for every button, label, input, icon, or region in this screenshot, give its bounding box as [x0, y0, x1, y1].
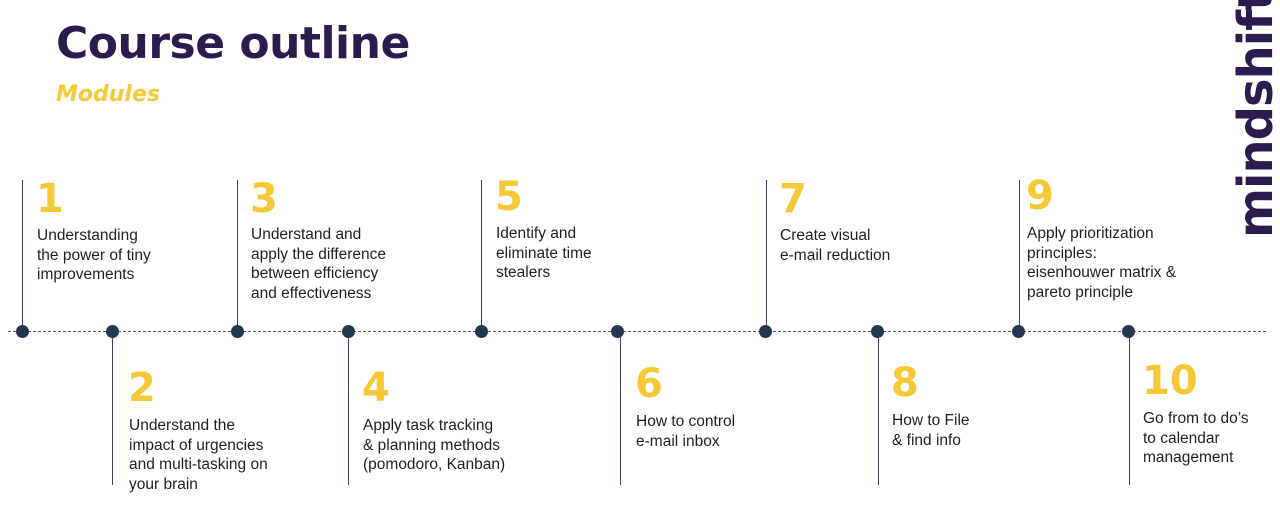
module-7-number: 7: [779, 176, 807, 222]
module-7-description: Create visual e-mail reduction: [780, 227, 891, 264]
module-7-dot: [759, 325, 772, 338]
brand-logo: mindshift: [1228, 0, 1280, 238]
module-9-number: 9: [1026, 173, 1054, 219]
module-8-connector: [878, 331, 879, 485]
module-1-connector: [22, 180, 23, 331]
module-6-description: How to control e-mail inbox: [636, 413, 736, 450]
module-9-dot: [1012, 325, 1025, 338]
module-6-dot: [611, 325, 624, 338]
module-4-description: Apply task tracking & planning methods (…: [363, 417, 506, 473]
module-2-description: Understand the impact of urgencies and m…: [129, 417, 268, 493]
module-5-dot: [475, 325, 488, 338]
module-4-dot: [342, 325, 355, 338]
module-3-description: Understand and apply the difference betw…: [251, 226, 387, 302]
module-10-number: 10: [1142, 358, 1198, 404]
module-7-connector: [766, 180, 767, 331]
module-9-connector: [1019, 180, 1020, 331]
module-3-number: 3: [250, 176, 278, 222]
module-1-description: Understanding the power of tiny improvem…: [37, 227, 151, 283]
module-5-description: Identify and eliminate time stealers: [496, 225, 592, 281]
timeline-axis: [8, 331, 1266, 332]
module-3-connector: [237, 180, 238, 331]
module-8-description: How to File & find info: [892, 412, 970, 449]
module-10-description: Go from to do’s to calendar management: [1143, 410, 1249, 466]
module-6-connector: [620, 331, 621, 485]
module-2-connector: [112, 331, 113, 485]
module-9-description: Apply prioritization principles: eisenho…: [1027, 225, 1177, 301]
module-2-dot: [106, 325, 119, 338]
module-4-connector: [348, 331, 349, 485]
module-3-dot: [231, 325, 244, 338]
module-10-connector: [1129, 331, 1130, 485]
module-1-number: 1: [36, 176, 64, 222]
module-6-number: 6: [635, 361, 663, 407]
module-1-dot: [16, 325, 29, 338]
page-subtitle: Modules: [56, 82, 160, 107]
module-5-connector: [481, 180, 482, 331]
module-5-number: 5: [495, 174, 523, 220]
page-title: Course outline: [56, 18, 410, 69]
module-8-number: 8: [891, 360, 919, 406]
module-2-number: 2: [128, 365, 156, 411]
module-10-dot: [1122, 325, 1135, 338]
module-4-number: 4: [362, 365, 390, 411]
module-8-dot: [871, 325, 884, 338]
